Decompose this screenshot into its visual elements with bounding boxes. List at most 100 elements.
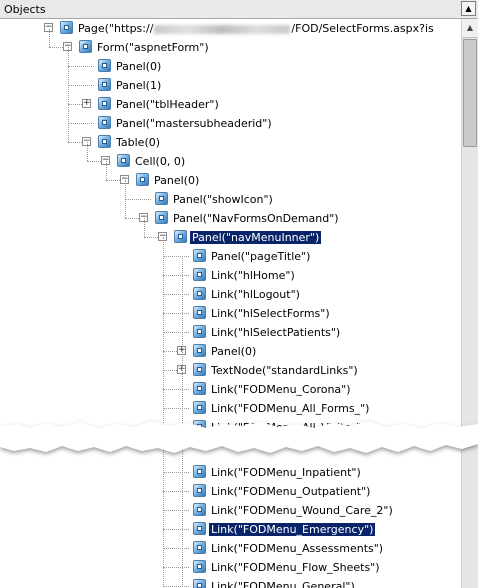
tree-connector-line xyxy=(163,548,189,549)
tree-connector-line xyxy=(163,351,177,352)
object-icon xyxy=(193,522,206,535)
object-icon xyxy=(98,78,111,91)
tree-node-label: Link("FODMenu_Emergency") xyxy=(209,523,376,536)
tree-connector-line xyxy=(163,237,164,588)
tree-node-label: Panel(0) xyxy=(116,60,162,73)
collapse-icon[interactable]: − xyxy=(120,174,129,184)
tree-connector-line xyxy=(144,218,145,237)
tree-connector-line xyxy=(144,237,158,238)
tree-node-label: Panel("showIcon") xyxy=(173,193,273,206)
object-icon xyxy=(193,465,206,478)
tree-node-label: Link("FODMenu_Inpatient") xyxy=(211,466,361,479)
expand-icon[interactable]: + xyxy=(177,345,186,355)
object-icon xyxy=(193,484,206,497)
object-icon xyxy=(193,579,206,588)
tree-connector-line xyxy=(163,313,189,314)
object-icon xyxy=(193,541,206,554)
tree-node-label: Panel(1) xyxy=(116,79,162,92)
tree-connector-line xyxy=(163,389,189,390)
tree-node-label: Panel("pageTitle") xyxy=(211,250,311,263)
object-icon xyxy=(98,116,111,129)
tree-node-label: TextNode("standardLinks") xyxy=(211,364,358,377)
tree-node-label: Panel("NavFormsOnDemand") xyxy=(173,212,339,225)
tree-connector-line xyxy=(163,567,189,568)
tree-connector-line xyxy=(68,85,94,86)
tree-node-label: Link("FODMenu_Outpatient") xyxy=(211,485,371,498)
tree-connector-line xyxy=(68,104,82,105)
object-icon xyxy=(136,173,149,186)
tree-node-label: Link("FODMenu_Assessments") xyxy=(211,542,384,555)
vertical-scrollbar[interactable]: ▲ xyxy=(461,19,478,588)
tree-connector-line xyxy=(163,256,189,257)
object-icon xyxy=(193,306,206,319)
object-icon xyxy=(193,268,206,281)
object-icon xyxy=(193,503,206,516)
object-icon xyxy=(98,59,111,72)
object-icon xyxy=(193,401,206,414)
tree-node-label: Link("FODMenu_Flow_Sheets") xyxy=(211,561,380,574)
tree-connector-line xyxy=(87,161,101,162)
tree-connector-line xyxy=(68,123,94,124)
tree-node-label: Link("hlSelectForms") xyxy=(211,307,330,320)
tree-connector-line xyxy=(106,180,120,181)
tree-connector-line xyxy=(49,47,63,48)
tree-connector-line xyxy=(68,66,94,67)
tree-node-label: Link("hlSelectPatients") xyxy=(211,326,341,339)
tree-connector-line xyxy=(125,218,139,219)
object-icon xyxy=(79,40,92,53)
tree-node-label: Link("FODMenu_Wound_Care_2") xyxy=(211,504,393,517)
object-icon xyxy=(155,192,168,205)
tree-node-label: Panel(0) xyxy=(154,174,200,187)
tree-node-label: Link("hlLogout") xyxy=(211,288,300,301)
collapse-icon[interactable]: − xyxy=(63,41,72,51)
tree-node-label: Table(0) xyxy=(116,136,161,149)
object-icon xyxy=(174,230,187,243)
tree-node-label: Panel("navMenuInner") xyxy=(190,231,322,244)
object-tree[interactable]: − Page("https:// /FOD/SelectForms.aspx?is… xyxy=(0,19,461,588)
redacted-host xyxy=(154,24,291,34)
tree-connector-line xyxy=(163,529,189,530)
tree-node-label: Panel(0) xyxy=(211,345,257,358)
tree-node-label: Link("FODMenu_All_Forms_") xyxy=(211,402,370,415)
tree-node-label: Link("FODMenu_Corona") xyxy=(211,383,351,396)
object-icon xyxy=(60,21,73,34)
object-icon xyxy=(117,154,130,167)
tree-node-label: Cell(0, 0) xyxy=(135,155,186,168)
expand-icon[interactable]: + xyxy=(177,364,186,374)
tree-node-label: Form("aspnetForm") xyxy=(97,41,209,54)
object-icon xyxy=(98,135,111,148)
collapse-icon[interactable]: − xyxy=(139,212,148,222)
object-icon xyxy=(193,287,206,300)
tree-connector-line xyxy=(106,161,107,180)
object-icon xyxy=(193,344,206,357)
tree-connector-line xyxy=(163,332,189,333)
scroll-thumb[interactable] xyxy=(463,39,477,147)
object-icon xyxy=(193,249,206,262)
page-url-suffix: /FOD/SelectForms.aspx?is xyxy=(291,22,434,35)
object-icon xyxy=(193,325,206,338)
tree-node-label: Link("FODMenu_General") xyxy=(211,580,355,588)
tree-node-label: Panel("mastersubheaderid") xyxy=(116,117,272,130)
scroll-up-icon[interactable]: ▲ xyxy=(462,19,478,38)
tree-connector-line xyxy=(163,472,189,473)
tree-node-label: Link("hlHome") xyxy=(211,269,295,282)
tree-connector-line xyxy=(163,370,177,371)
expand-icon[interactable]: + xyxy=(82,98,91,108)
tree-connector-line xyxy=(163,408,189,409)
tree-connector-line xyxy=(163,491,189,492)
collapse-icon[interactable]: − xyxy=(44,22,53,32)
tree-connector-line xyxy=(68,47,69,142)
chevron-up-icon[interactable]: ▲ xyxy=(461,1,476,16)
tree-connector-line xyxy=(163,510,189,511)
collapse-icon[interactable]: − xyxy=(101,155,110,165)
collapse-icon[interactable]: − xyxy=(158,231,167,241)
tree-connector-line xyxy=(125,199,151,200)
object-icon xyxy=(155,211,168,224)
collapse-icon[interactable]: − xyxy=(82,136,91,146)
tree-connector-line xyxy=(163,294,189,295)
tree-connector-line xyxy=(163,275,189,276)
page-url-prefix: Page("https:// xyxy=(78,22,154,35)
tree-connector-line xyxy=(125,180,126,218)
tree-connector-line xyxy=(68,142,82,143)
tree-connector-line xyxy=(49,29,50,47)
